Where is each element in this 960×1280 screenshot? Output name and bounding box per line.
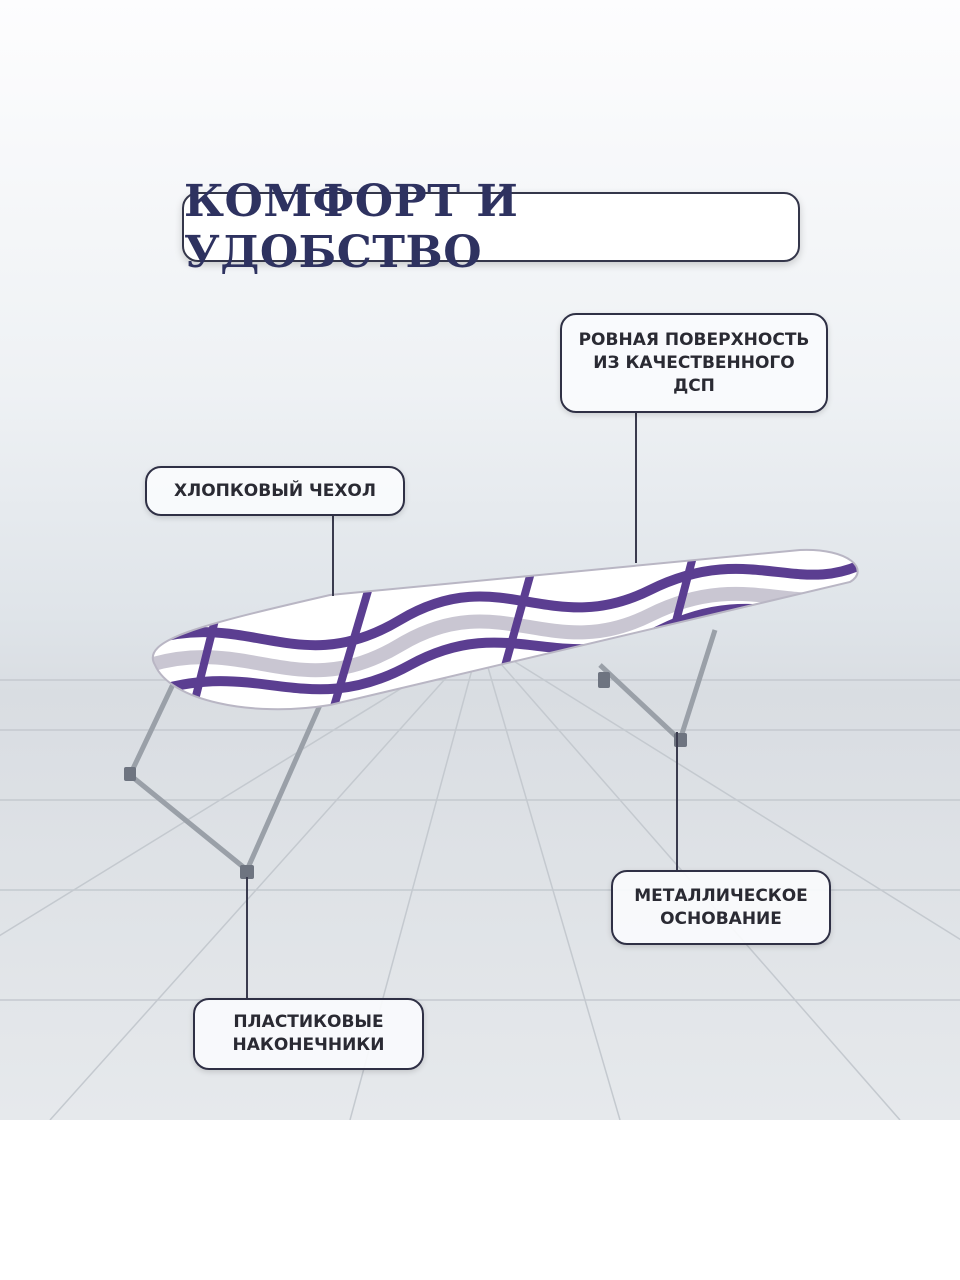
- callout-line-cover: [332, 516, 334, 596]
- callout-surface: РОВНАЯ ПОВЕРХНОСТЬ ИЗ КАЧЕСТВЕННОГО ДСП: [560, 313, 828, 413]
- callout-line-tips: [246, 877, 248, 998]
- callout-tips: ПЛАСТИКОВЫЕ НАКОНЕЧНИКИ: [193, 998, 424, 1070]
- metal-legs: [127, 629, 718, 872]
- ironing-board-illustration: [0, 548, 960, 1120]
- callout-line-surface: [635, 413, 637, 563]
- page-title: КОМФОРТ И УДОБСТВО: [182, 176, 800, 278]
- callout-base: МЕТАЛЛИЧЕСКОЕ ОСНОВАНИЕ: [611, 870, 831, 945]
- callout-line-base: [676, 732, 678, 870]
- product-scene: [0, 0, 960, 1120]
- callout-cover: ХЛОПКОВЫЙ ЧЕХОЛ: [145, 466, 405, 516]
- plastic-tips: [124, 672, 687, 879]
